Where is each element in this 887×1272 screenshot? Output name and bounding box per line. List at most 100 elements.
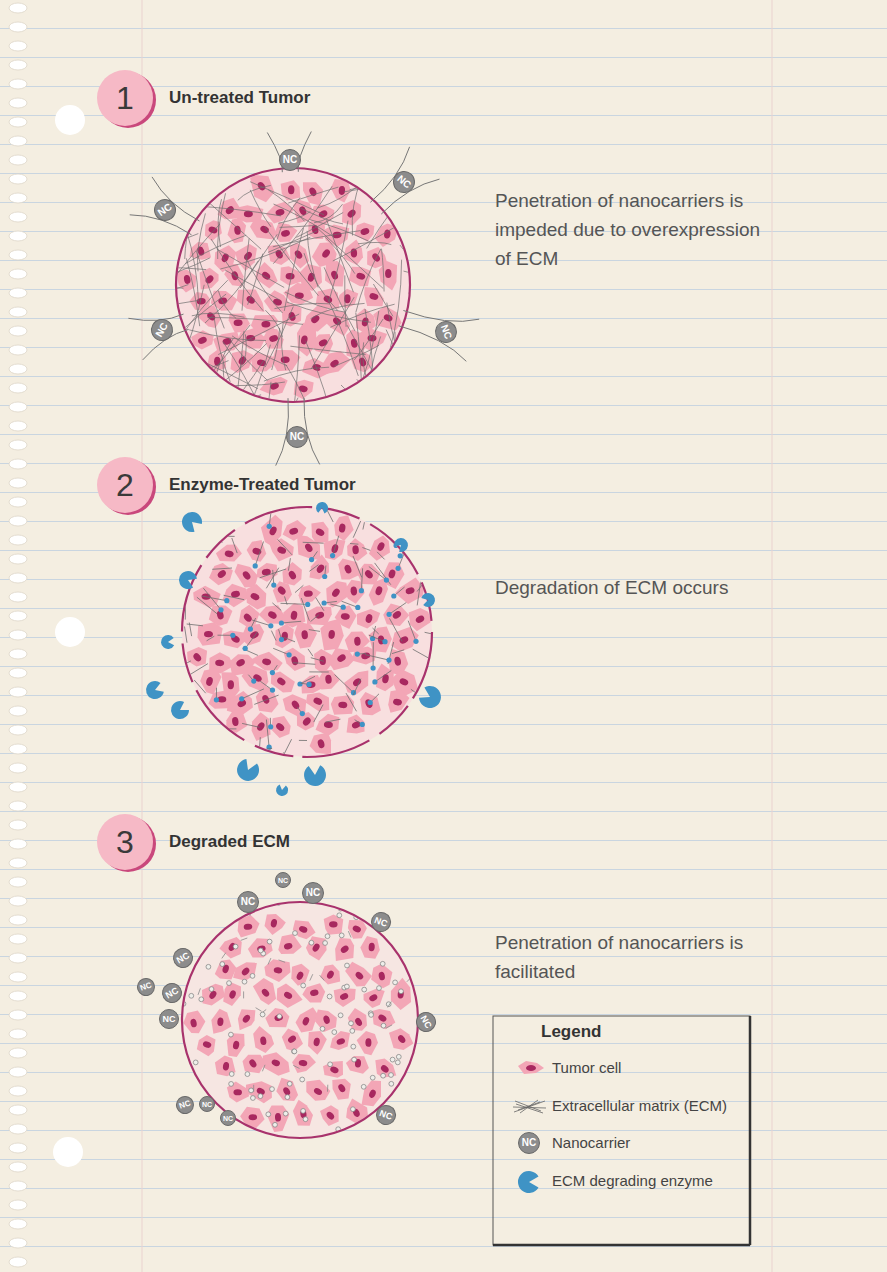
spiral-hole: [9, 98, 27, 108]
enzyme-dot: [387, 612, 392, 617]
tumor-cell: [357, 1031, 378, 1055]
enzyme-dot: [279, 637, 284, 642]
ecm-fiber: [404, 271, 480, 296]
tumor-cell: [391, 627, 419, 652]
cell-nucleus: [280, 356, 289, 363]
ecm-debris: [190, 937, 195, 942]
spiral-hole: [9, 934, 27, 944]
cell-nucleus: [307, 272, 316, 283]
ecm-debris: [393, 911, 398, 916]
tumor-cell: [271, 672, 295, 693]
cell-nucleus: [259, 224, 270, 234]
spiral-hole: [9, 478, 27, 488]
ecm-fiber: [264, 367, 329, 381]
cell-nucleus: [394, 656, 402, 666]
nanocarrier-label: NC: [164, 986, 180, 1000]
cell-nucleus: [350, 586, 357, 596]
ecm-fragment: [350, 543, 358, 545]
ecm-debris: [349, 1021, 354, 1026]
tumor-cell: [351, 350, 373, 373]
ecm-fragment: [293, 1065, 299, 1068]
tumor-cell: [235, 564, 259, 588]
ecm-fiber: [287, 302, 371, 322]
binder-hole: [55, 617, 85, 647]
cell-nucleus: [261, 694, 271, 705]
ecm-debris: [351, 1044, 356, 1049]
cell-nucleus: [295, 292, 304, 299]
cell-nucleus: [241, 570, 252, 581]
ecm-fiber: [293, 335, 300, 417]
step-badge: 1Un-treated Tumor: [97, 70, 310, 126]
spiral-hole: [9, 535, 27, 545]
cell-nucleus: [352, 545, 359, 554]
ecm-fiber: [268, 190, 304, 222]
cell-nucleus: [376, 541, 386, 552]
cell-nucleus: [298, 925, 308, 934]
cell-nucleus: [365, 1038, 371, 1047]
ecm-fragment: [255, 542, 263, 566]
ecm-fiber: [288, 187, 338, 203]
ecm-fiber: [284, 228, 303, 311]
legend-entry: Nanocarrier: [552, 1134, 630, 1151]
tumor-cell: [347, 715, 365, 734]
tumor-cell: [344, 671, 368, 695]
cell-nucleus: [364, 698, 374, 709]
cell-nucleus: [330, 270, 339, 281]
tumor-cell: [256, 262, 278, 289]
ecm-debris: [327, 994, 332, 999]
ecm-debris: [266, 1112, 271, 1117]
ecm-fiber: [358, 242, 391, 244]
ecm-fragment: [181, 746, 187, 765]
cell-nucleus: [183, 274, 191, 284]
ecm-fragment: [299, 740, 307, 741]
ecm-enzyme: [421, 593, 435, 607]
ecm-fragment: [408, 621, 416, 642]
ecm-fiber: [330, 304, 394, 327]
tumor-cell: [223, 584, 249, 608]
ecm-debris: [258, 1094, 263, 1099]
ecm-debris: [394, 907, 399, 912]
enzyme-dot: [433, 659, 438, 664]
ecm-debris: [292, 1049, 297, 1054]
tumor-cell: [334, 515, 354, 541]
enzyme-dot: [391, 593, 396, 598]
ecm-debris: [301, 1109, 306, 1114]
tumor-cell: [278, 934, 302, 954]
ecm-fiber: [220, 237, 310, 269]
ecm-debris: [377, 986, 382, 991]
cell-nucleus: [285, 273, 294, 280]
ecm-debris: [220, 962, 225, 967]
ecm-fragment: [310, 974, 313, 980]
ecm-fiber: [194, 389, 200, 429]
tumor-cell: [243, 1055, 266, 1073]
ecm-fragment: [409, 730, 414, 737]
ecm-fiber: [272, 328, 280, 370]
spiral-hole: [9, 250, 27, 260]
step-number: 3: [97, 814, 153, 870]
cell-nucleus: [252, 547, 263, 556]
tumor-cell: [306, 692, 329, 711]
ecm-fiber: [307, 231, 318, 288]
cell-nucleus: [405, 586, 416, 595]
ecm-debris: [339, 933, 344, 938]
ecm-debris: [389, 1081, 394, 1086]
ecm-debris: [209, 987, 214, 992]
tumor-cell: [389, 1028, 413, 1050]
ecm-fragment: [361, 568, 362, 590]
cell-nucleus: [260, 987, 270, 997]
cell-nucleus: [206, 311, 217, 322]
ecm-debris: [353, 1135, 358, 1140]
cell-nucleus: [222, 1062, 229, 1071]
enzyme-dot: [322, 574, 327, 579]
cell-nucleus: [275, 1113, 281, 1122]
nanocarrier: NC: [286, 426, 308, 448]
tumor-cell: [320, 351, 351, 374]
cell-nucleus: [290, 699, 300, 710]
ecm-debris: [229, 1072, 234, 1077]
spiral-hole: [9, 1162, 27, 1172]
cell-nucleus: [283, 991, 293, 1000]
ecm-fragment: [301, 598, 309, 621]
cell-nucleus: [233, 319, 242, 326]
ecm-fragment: [399, 736, 412, 738]
cell-nucleus: [382, 674, 390, 684]
